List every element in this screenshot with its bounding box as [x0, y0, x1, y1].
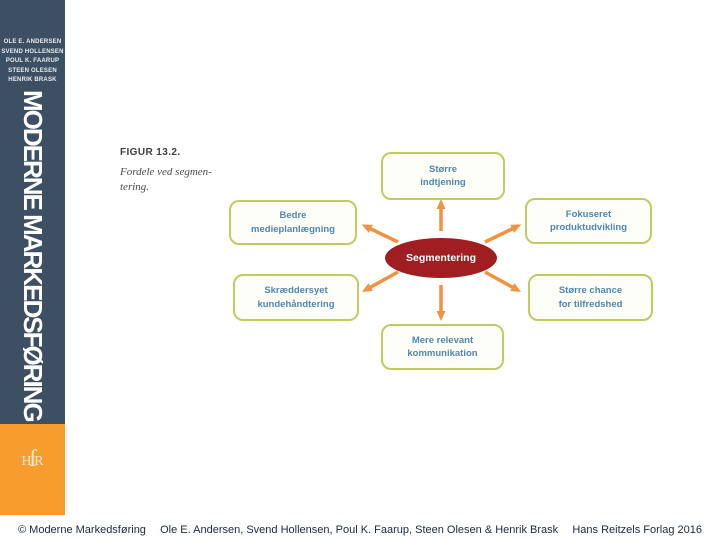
benefit-box-stoerre-chance-tilfredshed: Større chance for tilfredshed: [528, 274, 653, 321]
arrow-upper-left: [361, 224, 399, 244]
arrow-lower-left: [361, 270, 399, 292]
footer: © Moderne Markedsføring Ole E. Andersen,…: [0, 519, 720, 540]
publisher-block: H ſ R: [0, 424, 65, 515]
logo-glyph: R: [34, 453, 44, 469]
benefit-box-mere-relevant-kommunikation: Mere relevant kommunikation: [381, 324, 504, 370]
footer-authors: Ole E. Andersen, Svend Hollensen, Poul K…: [160, 523, 559, 536]
hans-reitzels-logo: H ſ R: [21, 446, 44, 475]
logo-glyph: H: [21, 453, 32, 469]
cover-author: SVEND HOLLENSEN: [1, 48, 64, 55]
figure-caption-text: Fordele ved segmen- tering.: [120, 166, 212, 193]
benefit-box-stoerre-indtjening: Større indtjening: [381, 152, 505, 200]
book-cover: OLE E. ANDERSEN SVEND HOLLENSEN POUL K. …: [0, 0, 65, 424]
logo-glyph: ſ: [29, 446, 37, 472]
cover-authors: OLE E. ANDERSEN SVEND HOLLENSEN POUL K. …: [0, 38, 65, 86]
cover-author: POUL K. FAARUP: [5, 58, 60, 64]
footer-copyright: © Moderne Markedsføring: [18, 523, 146, 536]
benefit-box-bedre-medieplanlaegning: Bedre medieplanlægning: [229, 200, 357, 245]
benefit-box-fokuseret-produktudvikling: Fokuseret produktudvikling: [525, 198, 652, 244]
figure-caption: FIGUR 13.2. Fordele ved segmen- tering.: [120, 147, 238, 195]
arrow-lower-right: [484, 270, 522, 292]
arrow-upper-right: [484, 224, 522, 244]
benefit-box-skraeddersyet-kundehaandtering: Skræddersyet kundehåndtering: [233, 274, 359, 321]
cover-author: HENRIK BRASK: [8, 77, 57, 83]
cover-title: MODERNE MARKEDSFØRING: [18, 89, 48, 421]
figure-label: FIGUR 13.2.: [120, 147, 181, 158]
center-node-segmentering: Segmentering: [385, 238, 497, 278]
cover-author: OLE E. ANDERSEN: [3, 39, 62, 45]
footer-publisher: Hans Reitzels Forlag 2016: [572, 523, 702, 536]
cover-title-wrap: MODERNE MARKEDSFØRING: [0, 89, 65, 421]
cover-author: STEEN OLESEN: [8, 67, 57, 74]
